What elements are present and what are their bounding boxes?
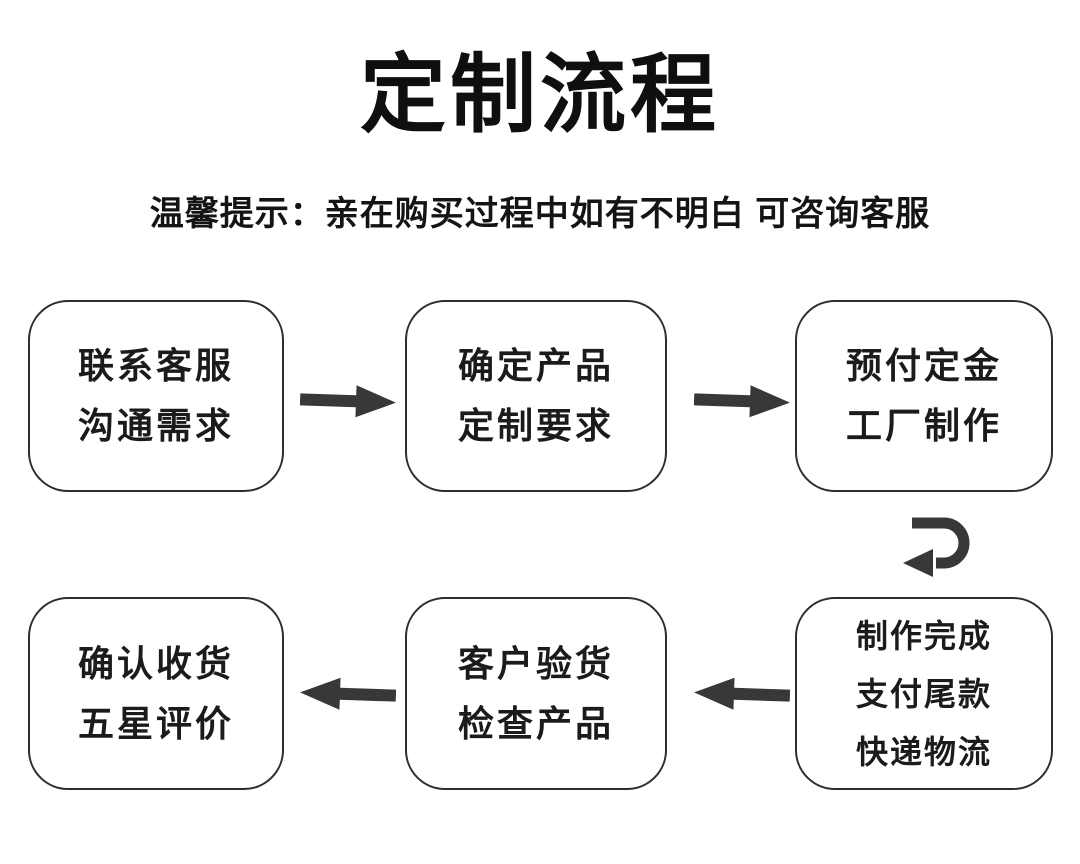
page-title: 定制流程 (360, 47, 720, 143)
flow-step-line: 工厂制作 (845, 405, 1002, 446)
page-subtitle: 温馨提示：亲在购买过程中如有不明白 可咨询客服 (149, 195, 931, 233)
flow-step-line: 制作完成 (855, 617, 992, 654)
flow-step-confirm-product: 确定产品 定制要求 (405, 300, 667, 492)
flow-step-line: 五星评价 (77, 702, 234, 744)
flow-step-line: 定制要求 (457, 405, 614, 446)
flow-step-line: 检查产品 (457, 702, 614, 744)
arrow-right-icon (693, 382, 790, 419)
flow-step-line: 预付定金 (845, 345, 1002, 386)
arrow-right-icon (299, 382, 396, 419)
arrow-left-icon (299, 675, 397, 712)
arrow-left-icon (693, 675, 791, 712)
flow-step-line: 快递物流 (855, 733, 992, 770)
flow-step-line: 客户验货 (457, 642, 614, 684)
flow-step-production-complete: 制作完成 支付尾款 快递物流 (795, 597, 1053, 790)
flow-step-confirm-receipt: 确认收货 五星评价 (28, 597, 284, 790)
flow-step-line: 沟通需求 (77, 405, 234, 446)
flow-step-line: 支付尾款 (855, 675, 992, 712)
flow-step-line: 联系客服 (77, 345, 234, 386)
flow-step-pay-deposit: 预付定金 工厂制作 (795, 300, 1053, 492)
flow-step-contact-service: 联系客服 沟通需求 (28, 300, 284, 492)
u-turn-left-down-arrow-icon (898, 510, 974, 580)
flow-step-customer-inspection: 客户验货 检查产品 (405, 597, 667, 790)
flow-step-line: 确定产品 (457, 345, 614, 386)
flow-step-line: 确认收货 (77, 642, 234, 684)
